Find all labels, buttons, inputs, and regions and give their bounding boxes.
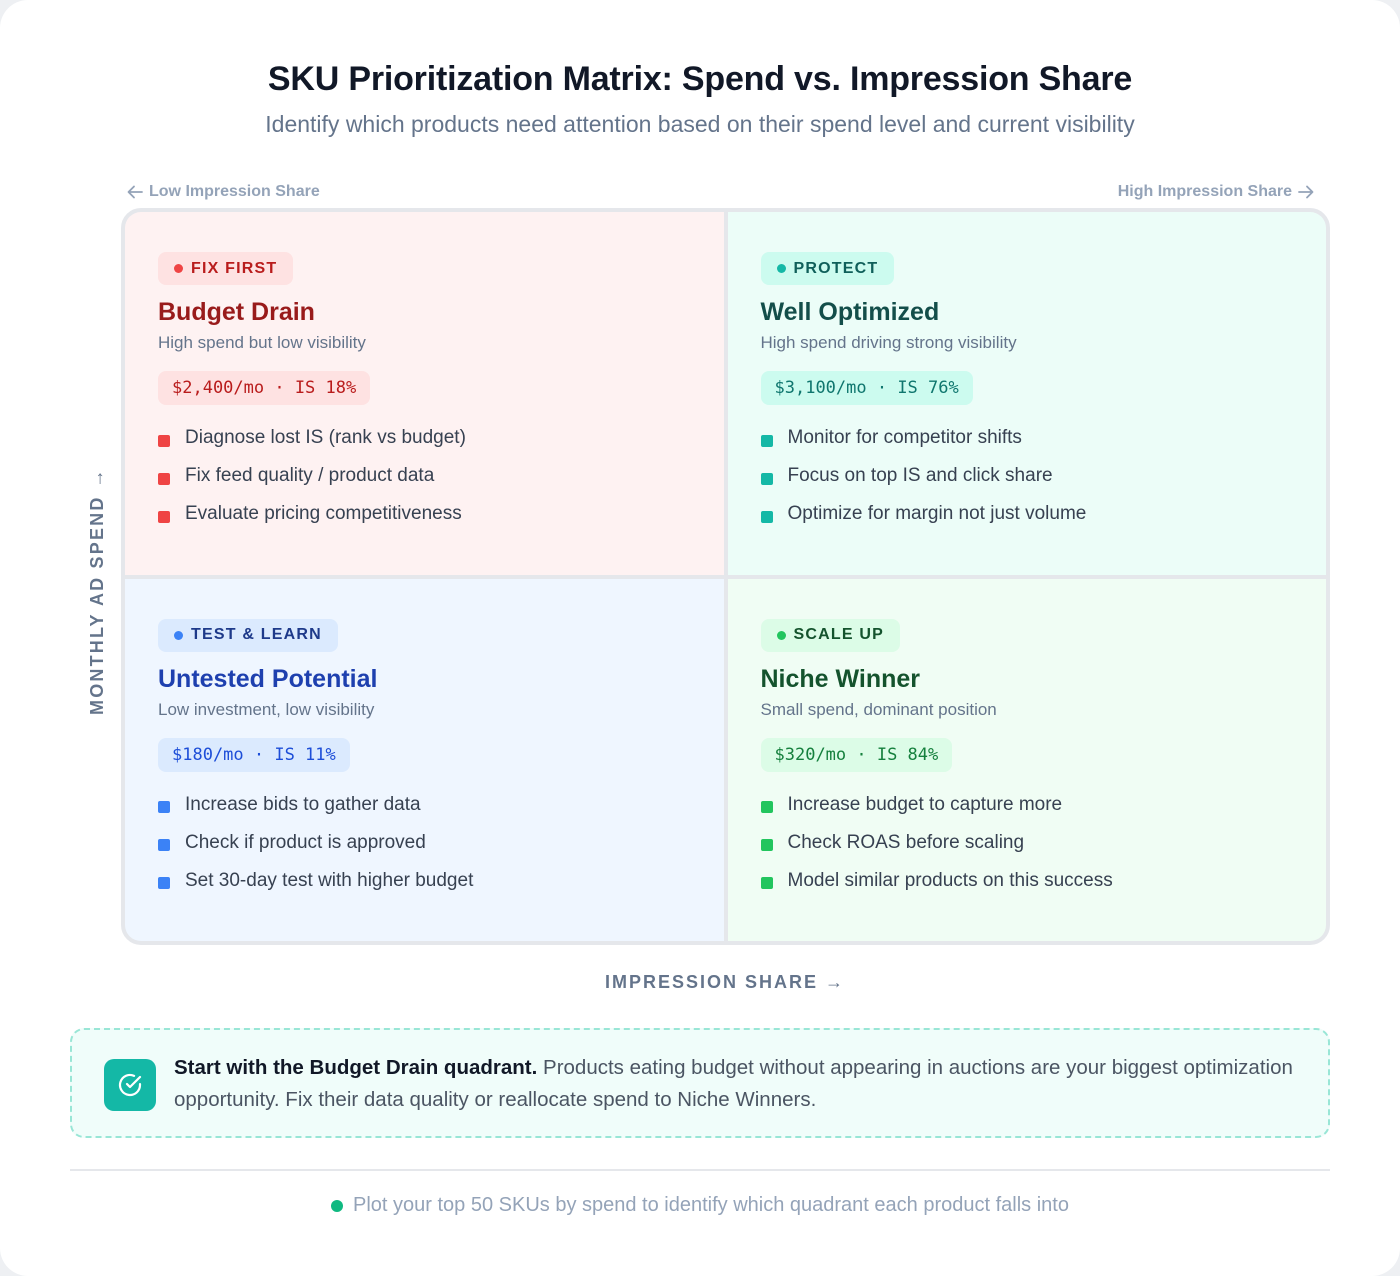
bullet-square-icon (158, 839, 170, 851)
list-item: Evaluate pricing competitiveness (158, 495, 691, 533)
list-item: Set 30-day test with higher budget (158, 862, 691, 900)
quadrant-budget-drain: FIX FIRST Budget Drain High spend but lo… (125, 212, 724, 575)
quadrant-well-optimized: PROTECT Well Optimized High spend drivin… (727, 212, 1326, 575)
list-item: Optimize for margin not just volume (760, 495, 1294, 533)
bullet-square-icon (760, 877, 773, 889)
list-item: Check if product is approved (158, 824, 691, 862)
list-item: Check ROAS before scaling (760, 824, 1294, 862)
status-badge: TEST & LEARN (158, 618, 338, 652)
quadrant-subtitle: High spend but low visibility (158, 333, 366, 352)
quadrant-niche-winner: SCALE UP Niche Winner Small spend, domin… (727, 578, 1326, 941)
list-item: Increase budget to capture more (760, 786, 1294, 824)
metric-chip: $2,400/mo · IS 18% (158, 371, 371, 405)
badge-dot-icon (174, 630, 183, 640)
arrow-left-icon (127, 185, 143, 199)
list-item: Diagnose lost IS (rank vs budget) (158, 419, 691, 457)
y-axis-label: MONTHLY AD SPEND → (86, 467, 107, 715)
arrow-up-icon: → (86, 467, 107, 488)
list-item: Increase bids to gather data (158, 786, 691, 824)
bullet-square-icon (760, 510, 773, 523)
action-list: Monitor for competitor shifts Focus on t… (760, 419, 1294, 533)
bullet-square-icon (158, 472, 170, 485)
quadrant-title: Budget Drain (158, 298, 315, 326)
quadrant-subtitle: Low investment, low visibility (158, 699, 375, 719)
quadrant-subtitle: Small spend, dominant position (760, 699, 997, 719)
badge-dot-icon (776, 264, 786, 273)
action-list: Diagnose lost IS (rank vs budget) Fix fe… (158, 419, 691, 533)
recommendation-callout: Start with the Budget Drain quadrant. Pr… (70, 1028, 1330, 1138)
bullet-square-icon (158, 434, 170, 447)
bullet-square-icon (158, 877, 170, 889)
status-badge: SCALE UP (760, 618, 900, 652)
action-list: Increase budget to capture more Check RO… (760, 786, 1294, 900)
quadrant-grid: FIX FIRST Budget Drain High spend but lo… (121, 208, 1330, 945)
metric-chip: $3,100/mo · IS 76% (760, 371, 973, 405)
quadrant-untested-potential: TEST & LEARN Untested Potential Low inve… (125, 578, 724, 941)
list-item: Monitor for competitor shifts (760, 419, 1294, 457)
callout-body: Products eating budget without appearing… (174, 1056, 1293, 1111)
status-dot-icon (331, 1199, 343, 1212)
bullet-square-icon (760, 434, 773, 447)
quadrant-title: Untested Potential (158, 664, 378, 693)
quadrant-subtitle: High spend driving strong visibility (760, 333, 1017, 352)
list-item: Model similar products on this success (760, 862, 1294, 900)
check-circle-icon (104, 1059, 156, 1111)
quadrant-title: Niche Winner (760, 664, 921, 693)
low-impression-label: Low Impression Share (127, 183, 320, 201)
action-list: Increase bids to gather data Check if pr… (158, 786, 691, 900)
bullet-square-icon (760, 801, 773, 813)
high-impression-label: High Impression Share (1118, 183, 1314, 201)
bullet-square-icon (158, 510, 170, 523)
callout-text: Start with the Budget Drain quadrant. Pr… (174, 1052, 1294, 1116)
bullet-square-icon (158, 801, 170, 813)
status-badge: PROTECT (760, 252, 895, 285)
list-item: Fix feed quality / product data (158, 457, 691, 495)
list-item: Focus on top IS and click share (760, 457, 1294, 495)
callout-bold: Start with the Budget Drain quadrant. (174, 1056, 538, 1079)
metric-chip: $320/mo · IS 84% (760, 737, 953, 772)
arrow-right-icon (1298, 185, 1314, 199)
bullet-square-icon (760, 839, 773, 851)
quadrant-title: Well Optimized (760, 298, 940, 326)
metric-chip: $180/mo · IS 11% (158, 737, 350, 772)
status-badge: FIX FIRST (158, 252, 294, 285)
divider (70, 1169, 1330, 1171)
footer-note: Plot your top 50 SKUs by spend to identi… (0, 1194, 1400, 1217)
page-title: SKU Prioritization Matrix: Spend vs. Imp… (267, 60, 1133, 98)
x-axis-label: IMPRESSION SHARE → (604, 972, 846, 992)
bullet-square-icon (760, 472, 773, 485)
badge-dot-icon (776, 630, 786, 640)
badge-dot-icon (174, 264, 183, 273)
page-subtitle: Identify which products need attention b… (265, 111, 1135, 137)
